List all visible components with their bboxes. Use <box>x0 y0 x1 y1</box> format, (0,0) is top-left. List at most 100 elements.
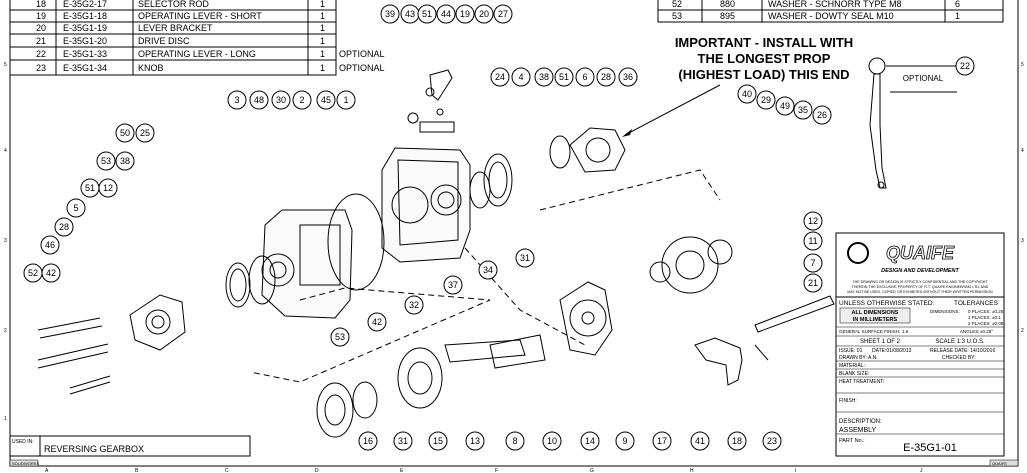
item-balloon <box>554 67 574 87</box>
confidential-line: THEREIN THE EXCLUSIVE PROPERTY OF R.T. Q… <box>852 285 989 289</box>
border-letter: G <box>590 468 594 473</box>
bom-part: E-35G1-33 <box>63 49 107 59</box>
item-balloon-label: 49 <box>780 101 790 111</box>
border-letters: A B C D E F G H I J <box>45 468 923 473</box>
bom-item: 53 <box>672 11 682 21</box>
item-balloon-label: 38 <box>539 72 549 82</box>
item-balloon-label: 52 <box>28 268 38 278</box>
bom-qty: 6 <box>955 0 960 9</box>
bom-desc: DRIVE DISC <box>138 36 190 46</box>
item-balloon-label: 51 <box>559 72 569 82</box>
item-balloon-label: 24 <box>495 72 505 82</box>
item-balloon <box>292 90 312 110</box>
note-line: (HIGHEST LOAD) THIS END <box>678 67 849 82</box>
item-balloon-label: 21 <box>808 278 818 288</box>
item-balloon <box>762 431 782 451</box>
item-balloon <box>115 151 135 171</box>
bom-item: 21 <box>36 36 46 46</box>
company-logo: QUAIFE <box>886 243 955 263</box>
item-balloon <box>436 4 456 24</box>
item-balloon-label: 53 <box>101 156 111 166</box>
item-balloon <box>803 253 823 273</box>
item-balloon-label: 51 <box>422 9 432 19</box>
item-balloon <box>511 67 531 87</box>
angles-label: ANGLES: <box>960 329 980 334</box>
item-balloon <box>515 248 535 268</box>
used-in-label: USED IN: <box>12 439 34 445</box>
item-balloon <box>249 90 269 110</box>
item-balloon-label: 4 <box>518 72 523 82</box>
description-label: DESCRIPTION: <box>839 419 882 425</box>
bom-part: E-35G2-17 <box>63 0 107 9</box>
item-balloon <box>41 263 61 283</box>
item-balloon <box>474 4 494 24</box>
border-number: 4 <box>4 148 7 154</box>
item-balloon <box>404 295 424 315</box>
item-balloon-label: 40 <box>742 89 752 99</box>
bom-qty: 1 <box>320 36 325 46</box>
item-balloon <box>443 275 463 295</box>
border-letter: D <box>315 468 319 473</box>
item-balloon <box>40 235 60 255</box>
item-balloon-label: 16 <box>363 436 373 446</box>
item-balloon <box>493 4 513 24</box>
bom-item: 23 <box>36 63 46 73</box>
item-balloon-label: 30 <box>276 95 286 105</box>
item-balloon-label: 23 <box>767 436 777 446</box>
bom-table-left: 18 E-35G2-17 SELECTOR ROD 1 19 E-35G1-18… <box>9 0 385 76</box>
border-numbers: 5 4 3 2 1 5 4 3 2 <box>4 62 1024 422</box>
all-dimensions: IN MILLIMETERS <box>853 317 898 323</box>
part-number-label: PART No.: <box>839 438 865 444</box>
item-balloon <box>66 198 86 218</box>
item-balloon <box>756 90 776 110</box>
item-balloon-label: 27 <box>498 9 508 19</box>
border-letter: C <box>225 468 229 473</box>
checked-by: CHECKED BY: <box>942 355 976 361</box>
item-balloon-label: 5 <box>73 203 78 213</box>
item-balloon-label: 12 <box>103 183 113 193</box>
item-balloon-label: 12 <box>808 216 818 226</box>
item-balloon <box>596 67 616 87</box>
item-balloon-label: 36 <box>623 72 633 82</box>
bom-desc: OPERATING LEVER - SHORT <box>138 11 262 21</box>
bom-qty: 1 <box>320 63 325 73</box>
item-balloon <box>534 67 554 87</box>
item-balloon <box>812 105 832 125</box>
item-balloon-label: 28 <box>59 222 69 232</box>
bom-desc: LEVER BRACKET <box>138 23 213 33</box>
bom-qty: 1 <box>320 23 325 33</box>
item-balloon-label: 17 <box>657 436 667 446</box>
item-balloon-label: 41 <box>695 436 705 446</box>
border-number: 4 <box>1021 148 1024 154</box>
item-balloon <box>490 67 510 87</box>
item-balloon <box>478 260 498 280</box>
item-balloon-label: 44 <box>441 9 451 19</box>
optional-label: OPTIONAL <box>903 74 944 83</box>
item-balloon-label: 7 <box>810 258 815 268</box>
confidential-line: MAY NOT BE USED, COPIED OR EXHIBITED WIT… <box>847 290 993 294</box>
item-balloon-label: 18 <box>732 436 742 446</box>
company-tagline: DESIGN AND DEVELOPMENT <box>881 268 959 274</box>
border-number: 5 <box>1021 62 1024 68</box>
item-balloon <box>428 431 448 451</box>
bom-desc: KNOB <box>138 63 164 73</box>
item-balloon <box>98 178 118 198</box>
item-balloon <box>380 4 400 24</box>
item-balloon-label: 46 <box>45 240 55 250</box>
item-balloon <box>96 151 116 171</box>
bom-qty: 1 <box>320 11 325 21</box>
item-balloon <box>417 4 437 24</box>
note-line: THE LONGEST PROP <box>698 51 831 66</box>
part-number-value: E-35G1-01 <box>903 442 957 454</box>
item-balloon-label: 8 <box>512 436 517 446</box>
item-balloon-label: 50 <box>120 128 130 138</box>
bom-note: OPTIONAL <box>339 49 385 59</box>
tolerance-row: 2 PLACES: ±0.05 <box>968 321 1004 326</box>
item-balloon-label: 32 <box>409 300 419 310</box>
important-note: IMPORTANT - INSTALL WITH THE LONGEST PRO… <box>675 35 853 82</box>
border-number: 5 <box>4 62 7 68</box>
dimensions-label: DIMENSIONS: <box>930 309 960 314</box>
item-balloon <box>652 431 672 451</box>
bom-part: E-35G1-19 <box>63 23 107 33</box>
bom-desc: SELECTOR ROD <box>138 0 209 9</box>
